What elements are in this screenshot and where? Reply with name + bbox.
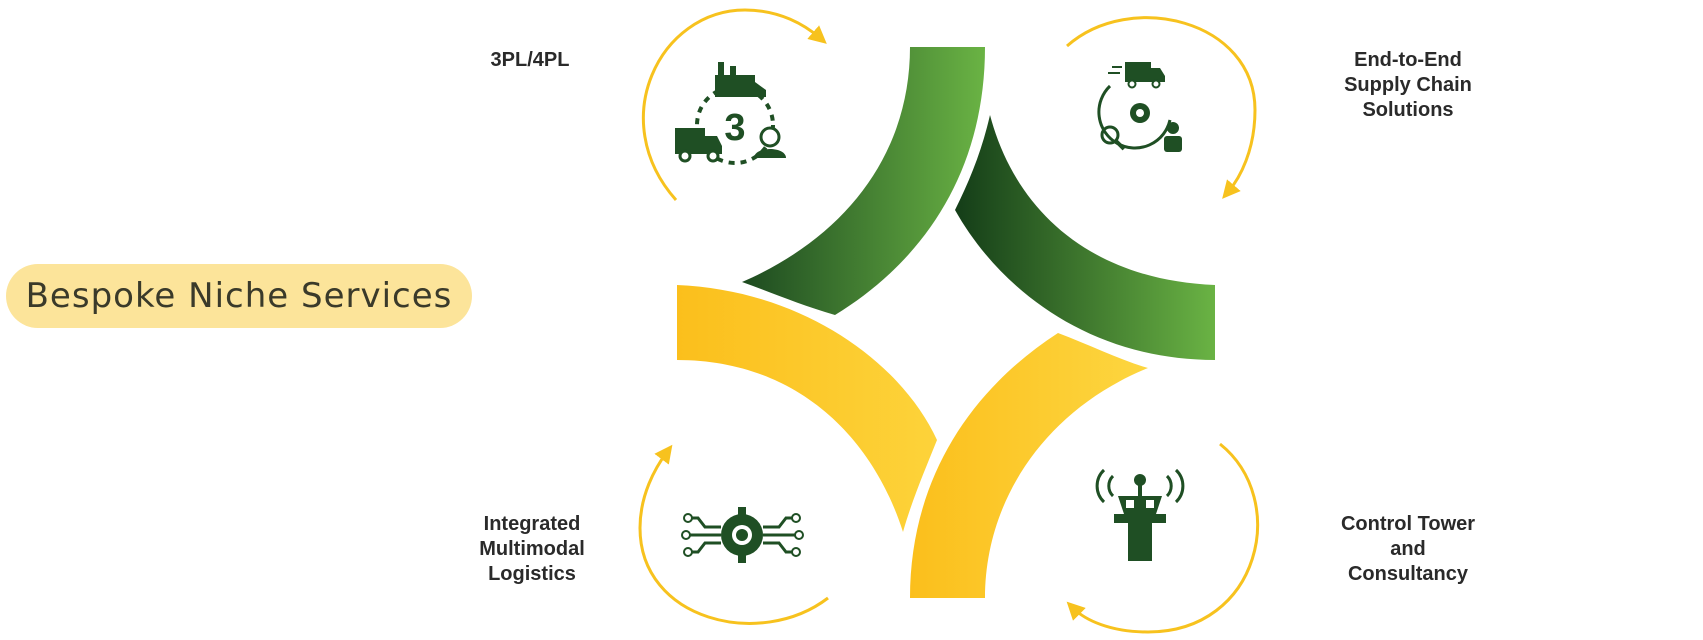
- top-green-swoosh: [742, 47, 985, 315]
- bottom-yellow-swoosh: [910, 333, 1148, 598]
- heading-pill: Bespoke Niche Services: [6, 264, 472, 328]
- service-label-multimodal: Integrated Multimodal Logistics: [479, 513, 585, 585]
- arrow-arc-bottom-left: [638, 444, 829, 625]
- supply-chain-cycle-icon: [1097, 62, 1182, 152]
- factory-truck-person-cycle-icon: 3: [675, 62, 786, 165]
- arrow-arc-top-right: [1066, 16, 1257, 199]
- center-badge-number: 3: [724, 107, 745, 149]
- gear-circuit-icon: [681, 507, 804, 563]
- arrow-arc-top-left: [641, 8, 827, 201]
- service-label-control-tower: Control Tower and Consultancy: [1340, 513, 1476, 585]
- arrow-arc-bottom-right: [1066, 442, 1260, 634]
- service-label-3pl-4pl: 3PL/4PL: [490, 49, 570, 71]
- right-green-swoosh: [955, 115, 1215, 360]
- left-yellow-swoosh: [677, 285, 937, 532]
- control-tower-icon: [1095, 468, 1185, 561]
- heading-label: Bespoke Niche Services: [25, 276, 453, 316]
- service-label-end-to-end: End-to-End Supply Chain Solutions: [1344, 49, 1472, 121]
